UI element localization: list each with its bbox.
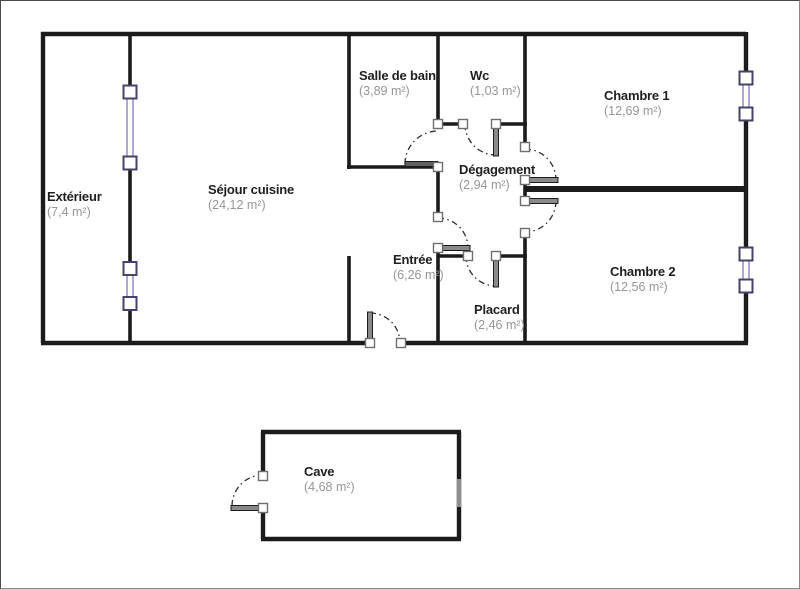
door-chambre-2 [519,195,559,239]
window-cap [738,278,754,294]
apartment-walls [40,31,749,346]
window-cap [738,106,754,122]
door-swing-arc [231,474,264,507]
door-handle [432,242,444,254]
window-cap [738,70,754,86]
window-cap [738,246,754,262]
door-leaf [526,177,559,183]
door-handle [519,195,531,207]
cave-outer-wall [260,429,462,542]
door-handle [457,118,469,130]
door-handle [257,470,269,482]
window-cap [122,84,138,100]
door-leaf [493,125,499,157]
interior-walls [347,34,527,343]
window-exterieur-lower [122,261,138,311]
door-chambre-1 [519,141,559,186]
window-chambre-1 [738,70,754,122]
door-handle [432,211,444,223]
window-exterieur-upper [122,84,138,171]
door-handle [519,227,531,239]
door-handle [364,337,376,349]
window-chambre-2 [738,246,754,294]
outer-wall [40,31,749,346]
door-entree-front [364,311,407,349]
door-cave [230,470,269,514]
door-salle-de-bain [404,118,444,173]
door-swing-arc [369,312,401,344]
door-wc [457,118,502,157]
window-cap [122,155,138,171]
door-handle [519,174,531,186]
window-cap [122,261,138,276]
door-handle [432,118,444,130]
door-degagement [432,211,471,254]
door-handle [257,502,269,514]
door-placard [462,250,502,288]
door-handle [462,250,474,262]
cave-walls [260,429,462,542]
door-swing-arc [404,130,439,165]
window-rail [126,94,134,160]
door-handle [395,337,407,349]
door-leaf [230,505,263,511]
door-leaf [439,245,471,251]
door-handle [519,141,531,153]
window-cap [122,296,138,311]
door-leaf [367,311,373,343]
door-swing-arc [524,200,557,233]
door-leaf [493,257,499,288]
door-handle [490,118,502,130]
door-handle [490,250,502,262]
door-handle [432,161,444,173]
door-leaf [526,198,559,204]
